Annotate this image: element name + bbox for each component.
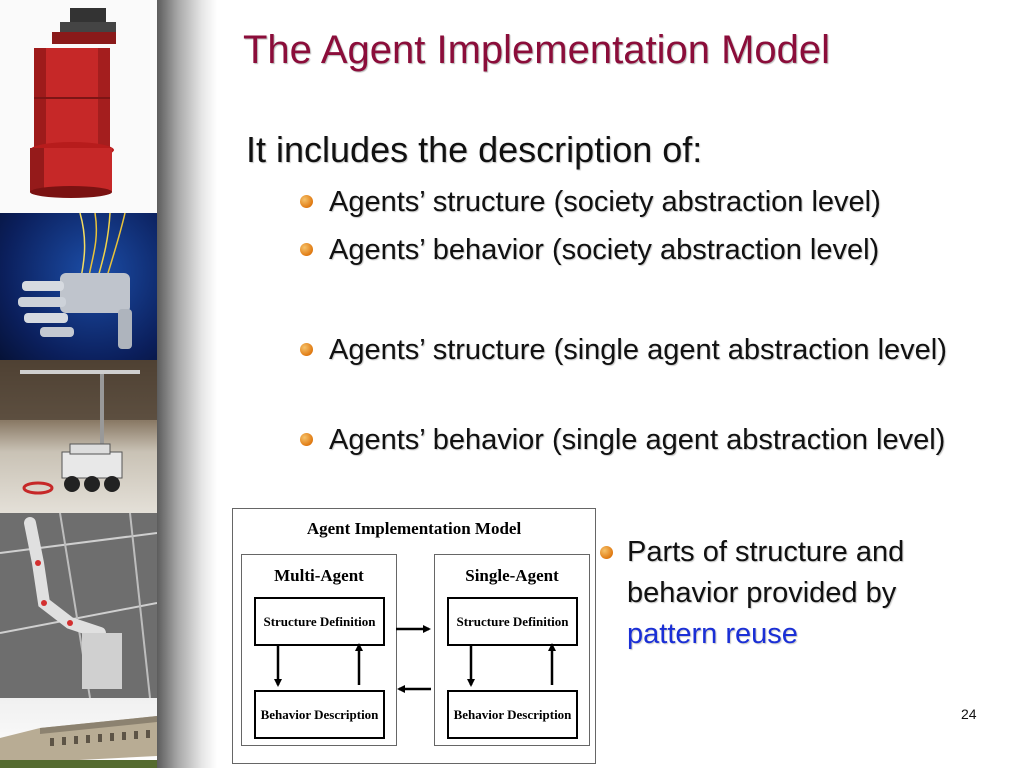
intro-text: It includes the description of: bbox=[246, 129, 703, 170]
bullet-text: Agents’ behavior (society abstraction le… bbox=[329, 234, 880, 266]
diagram-title: Agent Implementation Model bbox=[306, 519, 522, 538]
bullet-text: Agents’ behavior (single agent abstracti… bbox=[329, 424, 946, 456]
single-agent-panel: Single-Agent Structure Definition Behavi… bbox=[434, 554, 590, 746]
bullet-dot-icon bbox=[300, 343, 313, 356]
implementation-model-diagram: Agent Implementation Model Multi-Agent S… bbox=[232, 508, 596, 764]
building-photo bbox=[0, 698, 157, 768]
robotic-hand-photo bbox=[0, 213, 157, 360]
image-strip bbox=[0, 0, 157, 768]
bullet-dot-icon bbox=[300, 433, 313, 446]
bullet-text: Agents’ structure (single agent abstract… bbox=[329, 334, 947, 366]
bullet-body: Parts of structure and behavior provided… bbox=[627, 536, 905, 609]
structure-definition-box: Structure Definition bbox=[447, 597, 578, 646]
single-agent-title: Single-Agent bbox=[465, 566, 559, 585]
diagram-arrows bbox=[274, 625, 556, 693]
page-number: 24 bbox=[961, 706, 977, 722]
slide-title: The Agent Implementation Model bbox=[243, 28, 831, 72]
robot-arm-photo bbox=[0, 513, 157, 698]
behavior-description-box: Behavior Description bbox=[447, 690, 578, 739]
structure-definition-box: Structure Definition bbox=[254, 597, 385, 646]
multi-agent-panel: Multi-Agent Structure Definition Behavio… bbox=[241, 554, 397, 746]
bullet-text: Agents’ structure (society abstraction l… bbox=[329, 186, 881, 218]
robot-photo bbox=[0, 0, 157, 213]
behavior-description-box: Behavior Description bbox=[254, 690, 385, 739]
multi-agent-title: Multi-Agent bbox=[274, 566, 364, 585]
bullet-dot-icon bbox=[300, 195, 313, 208]
strip-shadow bbox=[157, 0, 217, 768]
bullet-dot-icon bbox=[300, 243, 313, 256]
bullet-dot-icon bbox=[600, 546, 613, 559]
bullet-text: Parts of structure and behavior provided… bbox=[627, 532, 987, 655]
mobile-robot-photo bbox=[0, 360, 157, 513]
pattern-reuse-highlight: pattern reuse bbox=[627, 618, 798, 650]
